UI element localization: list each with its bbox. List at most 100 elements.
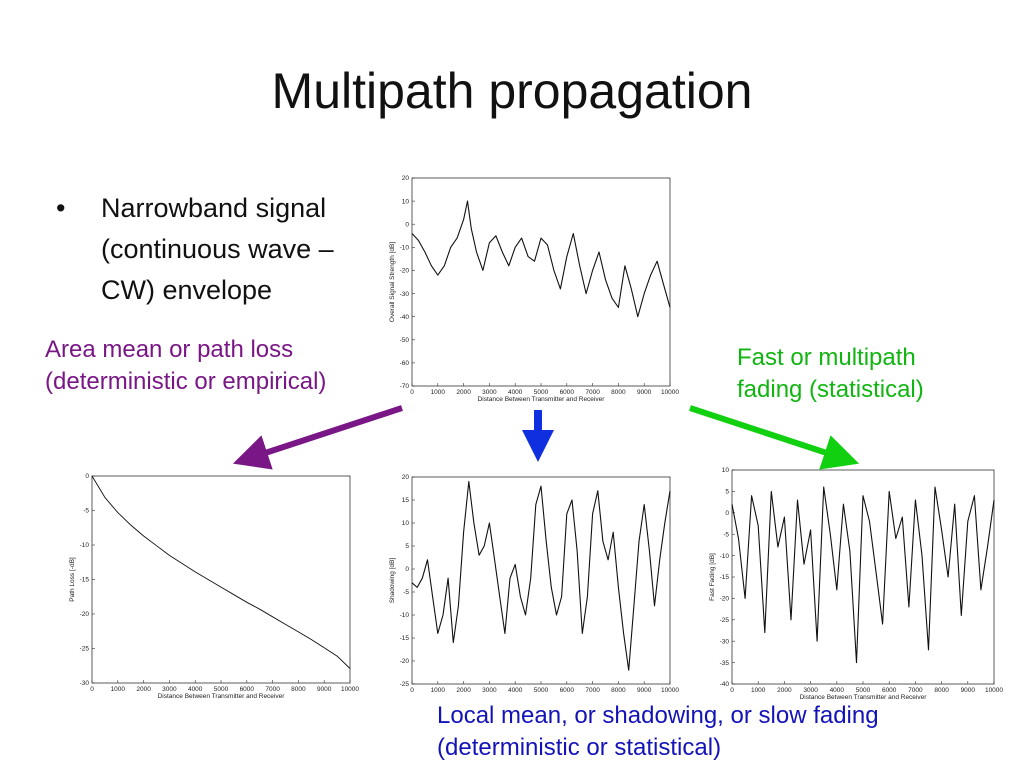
path_loss-xtick-label: 4000 (188, 686, 203, 693)
overall-ytick-label: -70 (400, 383, 410, 390)
shadowing-ytick-label: 20 (402, 474, 410, 481)
overall-series-line (411, 200, 671, 318)
shadowing-ytick-label: -25 (400, 681, 410, 688)
fast_fading-xtick-label: 1000 (751, 687, 766, 694)
shadowing-xtick-label: 8000 (611, 687, 626, 694)
path_loss-x-axis-label: Distance Between Transmitter and Receive… (158, 693, 286, 700)
shadowing-ytick-label: -5 (403, 589, 409, 596)
shadowing-xtick-label: 7000 (585, 687, 600, 694)
shadowing-xtick-label: 9000 (637, 687, 652, 694)
fast_fading-ytick-label: 0 (725, 510, 729, 517)
path_loss-xtick-label: 8000 (291, 686, 306, 693)
slide-title: Multipath propagation (271, 63, 753, 119)
fast_fading-xtick-label: 3000 (803, 687, 818, 694)
overall-xtick-label: 6000 (560, 389, 575, 396)
overall-ytick-label: -30 (400, 291, 410, 298)
overall-y-axis-label: Overall Signal Strength [dB] (389, 242, 396, 322)
overall-xtick-label: 5000 (534, 389, 549, 396)
shadowing-ytick-label: 15 (402, 497, 410, 504)
fast_fading-x-axis-label: Distance Between Transmitter and Receive… (800, 694, 928, 701)
shadowing-ytick-label: -15 (400, 635, 410, 642)
overall-ytick-label: 0 (405, 221, 409, 228)
path_loss-xtick-label: 0 (90, 686, 94, 693)
overall-xtick-label: 7000 (585, 389, 600, 396)
fast_fading-ytick-label: -35 (720, 660, 730, 667)
fast_fading-ytick-label: 10 (722, 467, 730, 474)
overall-ytick-label: -20 (400, 268, 410, 275)
area-mean-label: Area mean or path loss (deterministic or… (45, 336, 327, 395)
shadowing-xtick-label: 0 (410, 687, 414, 694)
path_loss-plot-frame (91, 475, 351, 684)
fast_fading-ytick-label: -10 (720, 553, 730, 560)
path_loss-series-line (91, 475, 351, 669)
fast_fading-ytick-label: -5 (723, 531, 729, 538)
path_loss-xtick-label: 3000 (162, 686, 177, 693)
fast_fading-xtick-label: 4000 (830, 687, 845, 694)
overall-xtick-label: 2000 (456, 389, 471, 396)
overall-x-axis-label: Distance Between Transmitter and Receive… (478, 396, 606, 403)
shadowing-xtick-label: 10000 (661, 687, 679, 694)
path_loss-xtick-label: 7000 (265, 686, 280, 693)
fast-fading-label: Fast or multipath fading (statistical) (737, 344, 924, 403)
overall-ytick-label: -40 (400, 314, 410, 321)
path_loss-xtick-label: 1000 (111, 686, 126, 693)
overall-xtick-label: 3000 (482, 389, 497, 396)
shadowing-xtick-label: 3000 (482, 687, 497, 694)
shadowing-series-line (411, 481, 671, 671)
shadowing-ytick-label: 5 (405, 543, 409, 550)
local-mean-label: Local mean, or shadowing, or slow fading… (437, 702, 879, 761)
path_loss-xtick-label: 9000 (317, 686, 332, 693)
overall-xtick-label: 9000 (637, 389, 652, 396)
path_loss-xtick-label: 6000 (240, 686, 255, 693)
fast_fading-xtick-label: 9000 (961, 687, 976, 694)
fast_fading-xtick-label: 0 (730, 687, 734, 694)
shadowing-ytick-label: -10 (400, 612, 410, 619)
path_loss-ytick-label: -15 (80, 577, 90, 584)
fast_fading-xtick-label: 6000 (882, 687, 897, 694)
overall-ytick-label: -60 (400, 360, 410, 367)
path_loss-ytick-label: -30 (80, 680, 90, 687)
overall-ytick-label: 10 (402, 198, 410, 205)
arrow-fast-fading (689, 405, 860, 470)
overall-xtick-label: 1000 (431, 389, 446, 396)
fast_fading-xtick-label: 5000 (856, 687, 871, 694)
fast_fading-ytick-label: 5 (725, 489, 729, 496)
shadowing-ytick-label: -20 (400, 658, 410, 665)
shadowing-xtick-label: 5000 (534, 687, 549, 694)
fast_fading-xtick-label: 8000 (934, 687, 949, 694)
fast_fading-y-axis-label: Fast Fading [dB] (709, 553, 716, 601)
shadowing-xtick-label: 1000 (431, 687, 446, 694)
path_loss-xtick-label: 10000 (341, 686, 359, 693)
shadowing-ytick-label: 10 (402, 520, 410, 527)
path_loss-ytick-label: -25 (80, 646, 90, 653)
bullet-symbol: • (56, 193, 66, 223)
fast_fading-ytick-label: -40 (720, 681, 730, 688)
path_loss-ytick-label: -20 (80, 611, 90, 618)
shadowing-xtick-label: 2000 (456, 687, 471, 694)
shadowing-xtick-label: 6000 (560, 687, 575, 694)
fast_fading-series-line (731, 486, 995, 664)
fast_fading-xtick-label: 10000 (985, 687, 1003, 694)
bullet-text: Narrowband signal (continuous wave – CW)… (101, 193, 334, 305)
shadowing-y-axis-label: Shadowing [dB] (389, 558, 396, 604)
path_loss-ytick-label: 0 (85, 473, 89, 480)
fast_fading-ytick-label: -20 (720, 596, 730, 603)
fast_fading-ytick-label: -30 (720, 638, 730, 645)
path_loss-xtick-label: 5000 (214, 686, 229, 693)
overall-plot-frame (411, 177, 671, 387)
path_loss-ytick-label: -10 (80, 542, 90, 549)
path_loss-xtick-label: 2000 (136, 686, 151, 693)
overall-xtick-label: 10000 (661, 389, 679, 396)
overall-xtick-label: 4000 (508, 389, 523, 396)
fast_fading-ytick-label: -15 (720, 574, 730, 581)
overall-xtick-label: 8000 (611, 389, 626, 396)
shadowing-ytick-label: 0 (405, 566, 409, 573)
fast_fading-ytick-label: -25 (720, 617, 730, 624)
fast_fading-xtick-label: 7000 (908, 687, 923, 694)
shadowing-plot-frame (411, 476, 671, 685)
path_loss-ytick-label: -5 (83, 508, 89, 515)
arrow-path-loss (232, 405, 403, 470)
path_loss-y-axis-label: Path Loss [-dB] (69, 557, 76, 602)
overall-ytick-label: -10 (400, 245, 410, 252)
